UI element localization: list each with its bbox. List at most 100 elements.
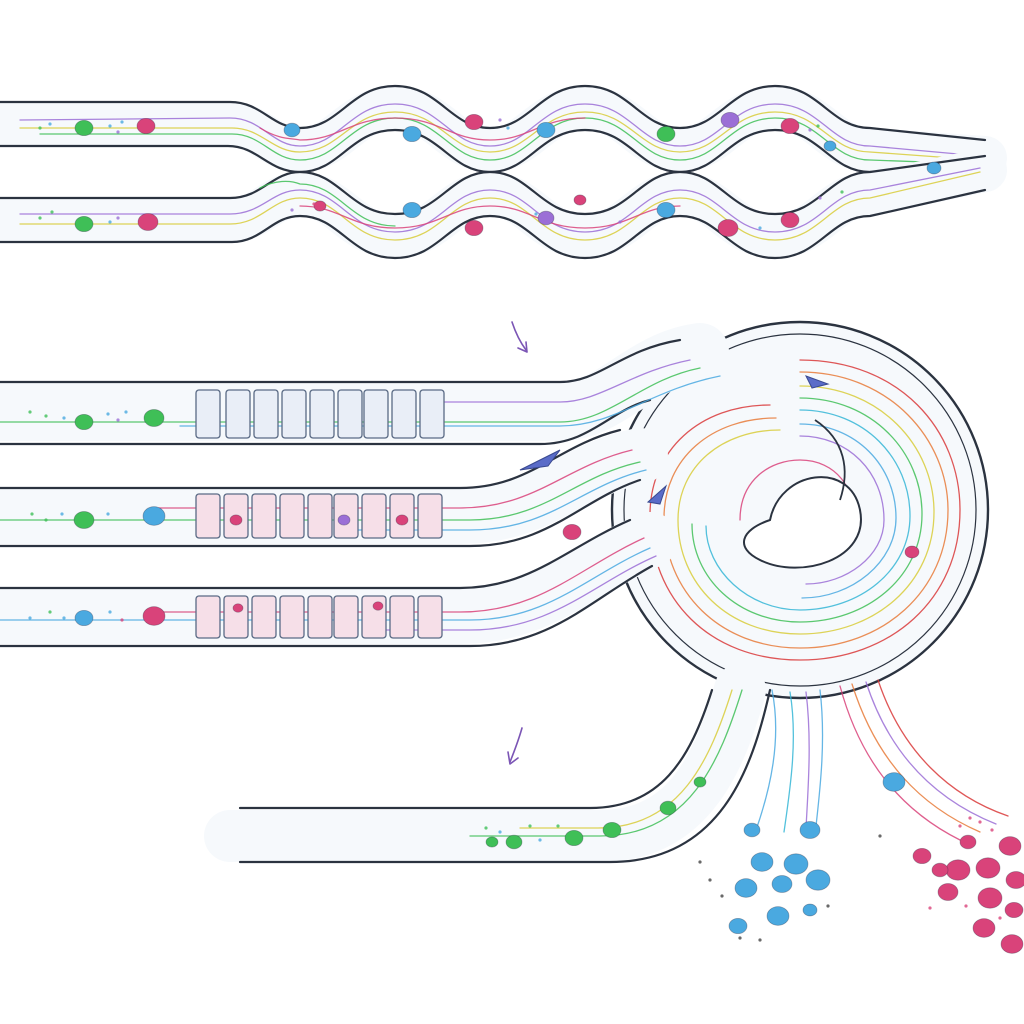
particle bbox=[283, 122, 301, 138]
debris-fleck bbox=[108, 124, 112, 128]
debris-fleck bbox=[106, 512, 110, 516]
baffle-channel-2 bbox=[0, 428, 668, 548]
particle bbox=[904, 545, 920, 559]
particle bbox=[998, 836, 1022, 856]
particle bbox=[720, 111, 740, 129]
debris-fleck bbox=[38, 126, 42, 130]
baffle-channel-1 bbox=[0, 323, 729, 446]
particle bbox=[1005, 871, 1024, 889]
debris-fleck bbox=[116, 216, 120, 220]
particle bbox=[143, 409, 165, 427]
particle bbox=[931, 862, 949, 878]
particle bbox=[74, 609, 94, 627]
debris-fleck bbox=[964, 904, 968, 908]
debris-fleck bbox=[312, 202, 316, 206]
particle bbox=[783, 853, 809, 875]
flow-arrow-icon bbox=[519, 449, 561, 471]
particle bbox=[74, 413, 94, 431]
particle bbox=[137, 213, 159, 231]
particle bbox=[372, 601, 384, 611]
particle bbox=[750, 852, 774, 872]
particle bbox=[402, 125, 422, 143]
debris-fleck bbox=[38, 216, 42, 220]
particle bbox=[780, 117, 800, 135]
debris-fleck bbox=[618, 220, 622, 224]
particle bbox=[926, 161, 942, 175]
particle bbox=[395, 514, 409, 526]
debris-fleck bbox=[48, 610, 52, 614]
debris-fleck bbox=[758, 226, 762, 230]
particle bbox=[799, 821, 821, 839]
particle bbox=[766, 906, 790, 926]
debris-fleck bbox=[30, 512, 34, 516]
particle bbox=[485, 836, 499, 848]
particle bbox=[882, 772, 906, 792]
debris-fleck bbox=[108, 610, 112, 614]
debris-fleck bbox=[116, 418, 120, 422]
particle bbox=[717, 219, 739, 237]
particle bbox=[74, 119, 94, 137]
particle bbox=[975, 857, 1001, 879]
flow-arrow-icon bbox=[804, 375, 830, 389]
debris-fleck bbox=[840, 190, 844, 194]
particle bbox=[337, 514, 351, 526]
particle bbox=[464, 219, 484, 237]
debris-fleck bbox=[928, 906, 932, 910]
particle bbox=[536, 121, 556, 139]
debris-fleck bbox=[484, 826, 488, 830]
outlet-channel-green bbox=[204, 664, 772, 864]
debris-fleck bbox=[808, 128, 812, 132]
debris-fleck bbox=[998, 916, 1002, 920]
particle bbox=[142, 506, 166, 526]
particle bbox=[73, 511, 95, 529]
particles bbox=[73, 111, 1024, 954]
debris-fleck bbox=[978, 820, 982, 824]
debris-fleck bbox=[48, 122, 52, 126]
particle bbox=[505, 834, 523, 850]
debris-fleck bbox=[120, 120, 124, 124]
particle bbox=[656, 201, 676, 219]
debris-fleck bbox=[538, 838, 542, 842]
particle bbox=[945, 859, 971, 881]
debris-fleck bbox=[698, 860, 702, 864]
particle bbox=[537, 210, 555, 226]
debris-fleck bbox=[738, 936, 742, 940]
debris-fleck bbox=[62, 416, 66, 420]
particle bbox=[232, 603, 244, 613]
particle bbox=[771, 875, 793, 893]
particle bbox=[659, 800, 677, 816]
debris-fleck bbox=[28, 616, 32, 620]
debris-fleck bbox=[826, 904, 830, 908]
debris-fleck bbox=[818, 196, 822, 200]
particle bbox=[972, 918, 996, 938]
wavy-channel-2 bbox=[0, 148, 1007, 260]
particle bbox=[937, 883, 959, 901]
particle bbox=[402, 201, 422, 219]
particle bbox=[564, 829, 584, 847]
spiral-separator bbox=[610, 320, 990, 700]
particle bbox=[693, 776, 707, 788]
debris-fleck bbox=[44, 414, 48, 418]
particle bbox=[602, 821, 622, 839]
outlet-channel-pink bbox=[839, 679, 1009, 841]
particle bbox=[734, 878, 758, 898]
baffle-channel-3 bbox=[0, 512, 678, 648]
debris-fleck bbox=[958, 824, 962, 828]
debris-fleck bbox=[44, 518, 48, 522]
particle bbox=[1004, 901, 1024, 919]
particle bbox=[802, 903, 818, 917]
debris-fleck bbox=[534, 212, 538, 216]
debris-fleck bbox=[498, 118, 502, 122]
debris-fleck bbox=[968, 816, 972, 820]
flow-arrow-icon bbox=[507, 727, 523, 765]
particle bbox=[1000, 934, 1024, 954]
debris-fleck bbox=[816, 124, 820, 128]
debris-fleck bbox=[708, 878, 712, 882]
debris-flecks bbox=[28, 118, 1002, 942]
particle bbox=[743, 822, 761, 838]
particle bbox=[959, 834, 977, 850]
particle bbox=[656, 125, 676, 143]
particle bbox=[780, 211, 800, 229]
debris-fleck bbox=[28, 410, 32, 414]
